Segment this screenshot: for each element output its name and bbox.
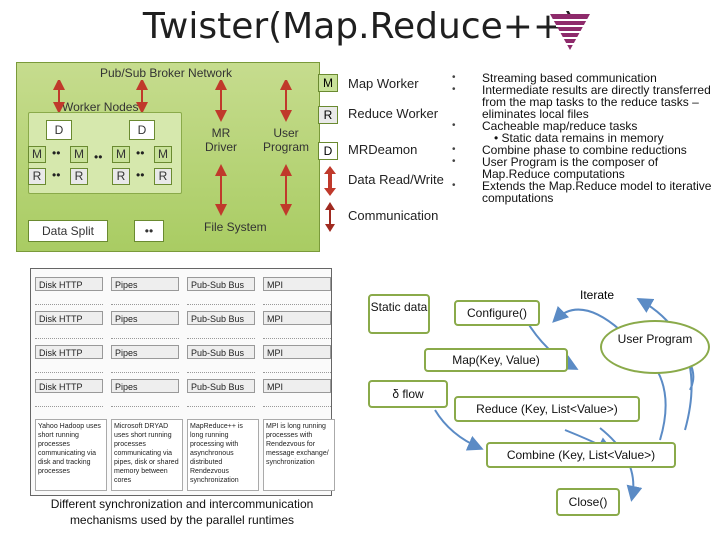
comparison-cell: Disk HTTP [35, 277, 103, 291]
legend-daemon-key: D [318, 142, 338, 160]
legend-communication-text: Communication [348, 208, 439, 223]
legend-map-text: Map Worker [348, 76, 419, 91]
reduce-worker-box: R [154, 168, 172, 185]
dots: •• [136, 168, 145, 182]
comparison-cell: Disk HTTP [35, 311, 103, 325]
process-dots [263, 327, 331, 339]
comparison-cell: MPI [263, 379, 331, 393]
comparison-description: Microsoft DRYAD uses short running proce… [111, 419, 183, 491]
map-worker-box: M [28, 146, 46, 163]
dots: •• [136, 146, 145, 160]
combine-node: Combine (Key, List<Value>) [486, 442, 676, 468]
reduce-worker-box: R [112, 168, 130, 185]
static-data-node: Static data [368, 294, 430, 334]
communication-arrows [53, 80, 292, 216]
data-split-dots: •• [134, 220, 164, 242]
comparison-cell: Pub-Sub Bus [187, 277, 255, 291]
process-dots [187, 395, 255, 407]
iterate-label: Iterate [580, 288, 615, 302]
file-system-label: File System [204, 220, 267, 234]
comparison-cell: Pipes [111, 379, 179, 393]
close-node: Close() [556, 488, 620, 516]
process-dots [111, 395, 179, 407]
bullet-item: Extends the Map.Reduce model to iterativ… [452, 180, 714, 204]
figure-caption: Different synchronization and intercommu… [50, 497, 314, 527]
mr-driver-label: MR Driver [205, 126, 237, 154]
bullet-item: Streaming based communication [452, 72, 714, 84]
process-dots [263, 361, 331, 373]
process-dots [35, 327, 103, 339]
process-dots [35, 395, 103, 407]
bullet-item: Cacheable map/reduce tasks [452, 120, 714, 132]
bullet-sub-item: • Static data remains in memory [494, 131, 664, 145]
comparison-cell: Disk HTTP [35, 345, 103, 359]
process-dots [35, 361, 103, 373]
map-node: Map(Key, Value) [424, 348, 568, 372]
legend-reduce-text: Reduce Worker [348, 106, 439, 121]
process-dots [263, 395, 331, 407]
reduce-node: Reduce (Key, List<Value>) [454, 396, 640, 422]
user-program-node: User Program [600, 320, 710, 374]
dots: •• [52, 146, 61, 160]
comparison-cell: MPI [263, 345, 331, 359]
legend-reduce-key: R [318, 106, 338, 124]
process-dots [111, 327, 179, 339]
comparison-description: MPI is long running processes with Rende… [263, 419, 335, 491]
process-dots [111, 293, 179, 305]
comparison-cell: MPI [263, 277, 331, 291]
broker-network-label: Pub/Sub Broker Network [100, 66, 233, 80]
worker-nodes-label: Worker Nodes [62, 100, 139, 114]
dots: •• [52, 168, 61, 182]
map-worker-box: M [70, 146, 88, 163]
process-dots [187, 327, 255, 339]
comparison-cell: Pub-Sub Bus [187, 345, 255, 359]
data-read-write-arrow-icon [324, 166, 336, 196]
comparison-description: MapReduce++ is long running processing w… [187, 419, 259, 491]
legend-map-key: M [318, 74, 338, 92]
comparison-cell: Pub-Sub Bus [187, 379, 255, 393]
comparison-cell: Disk HTTP [35, 379, 103, 393]
legend-data-read-write-text: Data Read/Write [348, 172, 444, 187]
bullet-item: Intermediate results are directly transf… [452, 84, 714, 120]
page-title: Twister(Map.Reduce++) [142, 6, 578, 47]
bullet-item: Combine phase to combine reductions [452, 144, 714, 156]
process-dots [187, 293, 255, 305]
daemon-box: D [46, 120, 72, 140]
twister-logo-icon [550, 14, 590, 50]
dots: •• [94, 150, 103, 164]
data-split-box: Data Split [28, 220, 108, 242]
comparison-cell: Pub-Sub Bus [187, 311, 255, 325]
comparison-cell: Pipes [111, 277, 179, 291]
comparison-description: Yahoo Hadoop uses short running processe… [35, 419, 107, 491]
map-worker-box: M [112, 146, 130, 163]
map-worker-box: M [154, 146, 172, 163]
reduce-worker-box: R [28, 168, 46, 185]
process-dots [263, 293, 331, 305]
process-dots [35, 293, 103, 305]
comparison-cell: MPI [263, 311, 331, 325]
process-dots [111, 361, 179, 373]
comparison-cell: Pipes [111, 345, 179, 359]
configure-node: Configure() [454, 300, 540, 326]
user-program-label: User Program [262, 126, 309, 154]
delta-flow-node: δ flow [368, 380, 448, 408]
process-dots [187, 361, 255, 373]
feature-bullet-list: Streaming based communication Intermedia… [452, 72, 714, 204]
bullet-item: User Program is the composer of Map.Redu… [452, 156, 714, 180]
comparison-cell: Pipes [111, 311, 179, 325]
daemon-box: D [129, 120, 155, 140]
legend-daemon-text: MRDeamon [348, 142, 418, 157]
reduce-worker-box: R [70, 168, 88, 185]
communication-arrow-icon [325, 202, 335, 232]
